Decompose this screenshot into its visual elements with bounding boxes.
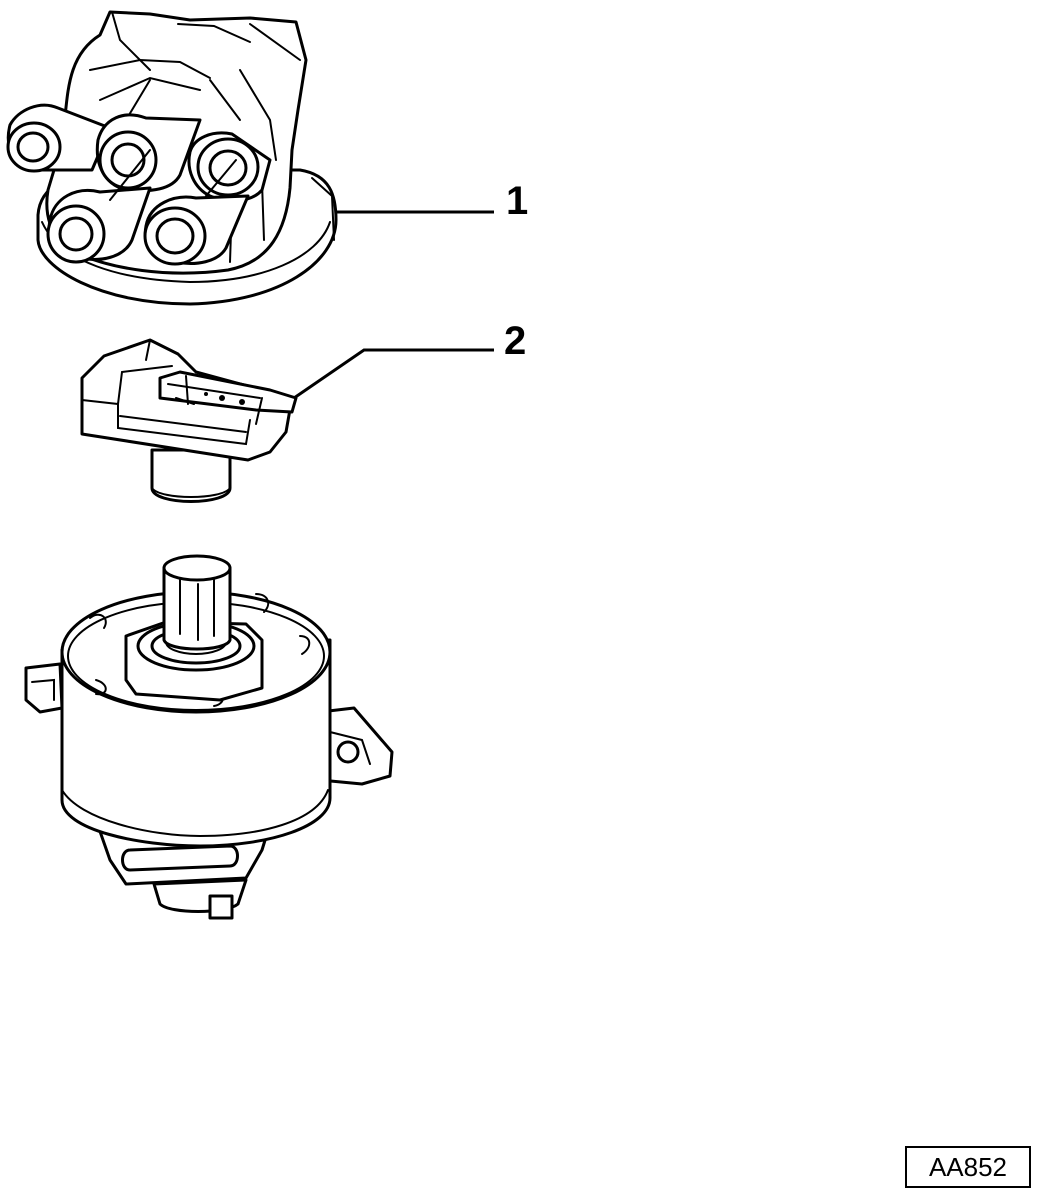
distributor-cap — [6, 10, 338, 306]
callout-2-label: 2 — [504, 319, 526, 363]
reference-code-text: AA852 — [928, 1151, 1008, 1182]
distributor-housing — [24, 554, 394, 920]
reference-code-box: AA852 — [905, 1146, 1031, 1188]
callout-1-label: 1 — [506, 179, 528, 223]
leader-line-2 — [293, 348, 494, 400]
rotor-arm — [80, 338, 298, 503]
